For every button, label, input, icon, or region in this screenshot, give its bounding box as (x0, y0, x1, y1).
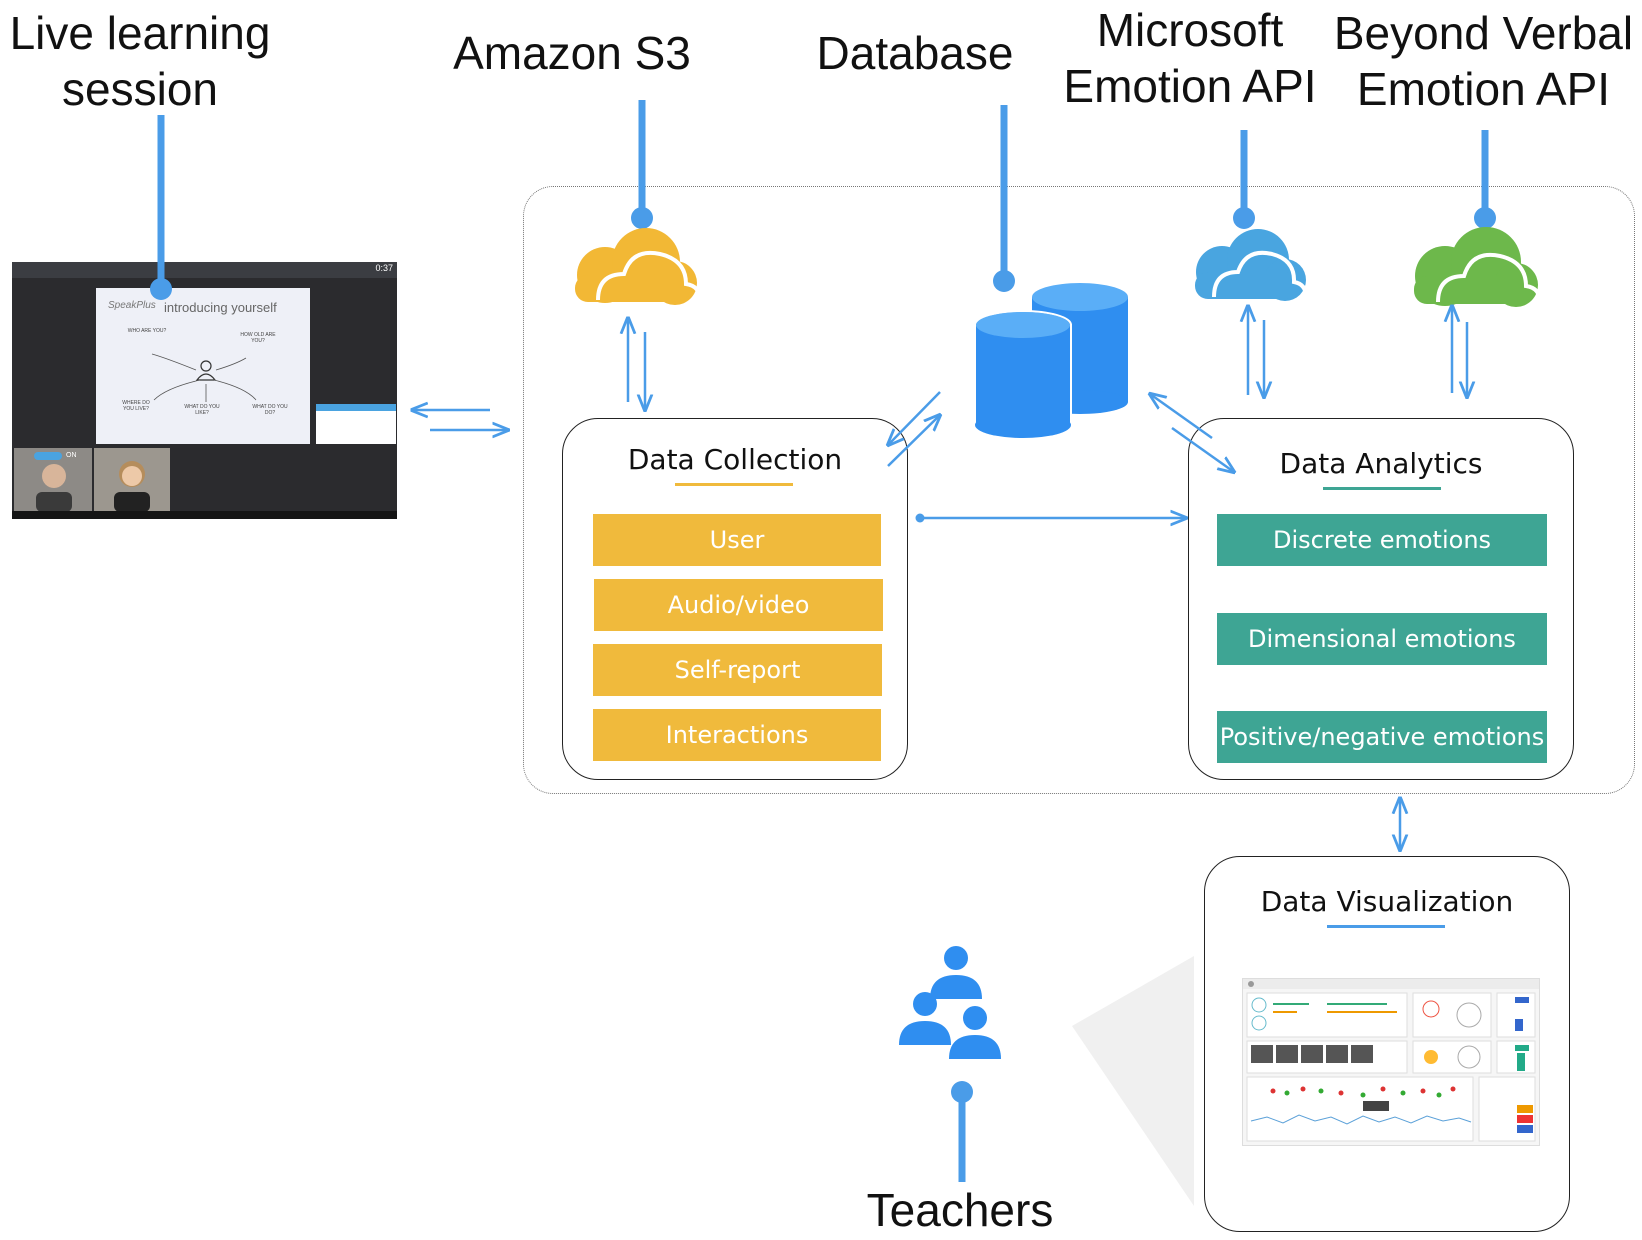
slide-person-icon (151, 353, 257, 402)
data-collection-underline (675, 483, 793, 486)
teachers-label: Teachers (866, 1184, 1054, 1236)
pin-amazon-s3 (631, 100, 653, 229)
collection-item-audio-video: Audio/video (594, 579, 883, 631)
screenshot-toolbar: 0:37 (12, 262, 397, 278)
dashboard-thumbnail (1242, 978, 1540, 1146)
visualization-callout (1072, 956, 1194, 1206)
screenshot-chat (316, 404, 396, 444)
slide-title: introducing yourself (164, 300, 277, 315)
beyond-verbal-cloud-icon (1414, 227, 1542, 307)
amazon-s3-label: Amazon S3 (453, 27, 691, 79)
pin-live-session (150, 115, 172, 300)
pin-microsoft-api (1233, 130, 1255, 229)
microsoft-cloud-icon (1195, 229, 1308, 301)
screenshot-slide: SpeakPlus introducing yourself WHO ARE Y… (96, 288, 310, 444)
dashboard-thumbnail-art (1243, 979, 1539, 1142)
collection-item-user: User (593, 514, 881, 566)
live-session-screenshot: 0:37 SpeakPlus introducing yourself WHO … (12, 262, 397, 519)
pin-beyond-verbal-api (1474, 130, 1496, 229)
screenshot-footer (12, 511, 397, 519)
screenshot-timer: 0:37 (375, 263, 393, 273)
data-visualization-title: Data Visualization (1260, 885, 1514, 918)
teacher-avatar-icon (34, 452, 72, 512)
database-icon (974, 283, 1128, 438)
microsoft-api-label: Microsoft Emotion API (1050, 2, 1330, 114)
collection-item-self-report: Self-report (593, 644, 882, 696)
data-visualization-underline (1327, 925, 1445, 928)
collection-item-interactions: Interactions (593, 709, 881, 761)
teachers-group-icon (899, 946, 1001, 1059)
arrow-collection-analytics-dot (915, 513, 925, 523)
system-container (523, 186, 1635, 794)
data-analytics-underline (1323, 487, 1441, 490)
analytics-item-dimensional: Dimensional emotions (1217, 613, 1547, 665)
live-session-label: Live learning session (5, 5, 275, 117)
slide-item-where: WHERE DO YOU LIVE? (122, 400, 150, 412)
database-label: Database (816, 27, 1014, 79)
mic-status: ON (66, 452, 77, 459)
pin-database (993, 105, 1015, 292)
screenshot-webcam-student (94, 448, 170, 512)
slide-item-do: WHAT DO YOU DO? (252, 404, 288, 416)
slide-brand: SpeakPlus (108, 300, 156, 311)
data-analytics-title: Data Analytics (1279, 447, 1483, 480)
microsoft-api-label-line1: Microsoft (1096, 4, 1284, 56)
arrow-db-analytics (1171, 426, 1234, 472)
analytics-item-positive-negative: Positive/negative emotions (1217, 711, 1547, 763)
beyond-verbal-api-label-line1: Beyond Verbal (1333, 7, 1634, 59)
student-avatar-icon (114, 461, 150, 512)
slide-item-like: WHAT DO YOU LIKE? (184, 404, 220, 416)
live-session-label-line1: Live learning (9, 7, 271, 59)
arrow-collection-db (887, 415, 940, 467)
beyond-verbal-api-label: Beyond Verbal Emotion API (1325, 5, 1642, 117)
data-collection-title: Data Collection (627, 443, 843, 476)
live-session-label-line2: session (62, 63, 218, 115)
pin-teachers (951, 1081, 973, 1182)
arrow-db-collection (888, 391, 941, 445)
slide-item-age: HOW OLD ARE YOU? (240, 332, 276, 344)
screenshot-webcam-teacher: ON (14, 448, 92, 512)
microsoft-api-label-line2: Emotion API (1063, 60, 1317, 112)
analytics-item-discrete: Discrete emotions (1217, 514, 1547, 566)
slide-item-who: WHO ARE YOU? (127, 328, 167, 334)
amazon-s3-cloud-icon (575, 228, 702, 305)
arrow-analytics-db (1150, 394, 1213, 440)
beyond-verbal-api-label-line2: Emotion API (1356, 63, 1611, 115)
